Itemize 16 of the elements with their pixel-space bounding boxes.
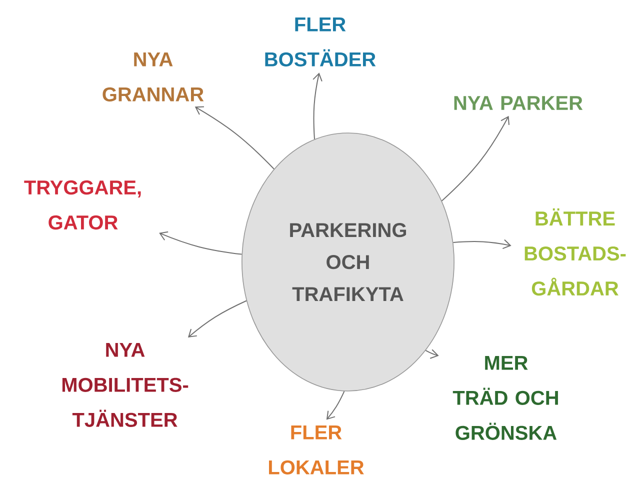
arrow xyxy=(194,106,274,170)
arrow xyxy=(452,239,512,250)
outcome-label: MER TRÄD OCH GRÖNSKA xyxy=(452,356,558,440)
outcome-label: NYA MOBILITETS-TJÄNSTER xyxy=(62,343,188,427)
outcome-label: FLER BOSTÄDER xyxy=(265,18,376,66)
outcome-label: BÄTTRE BOSTADS-GÅRDAR xyxy=(524,208,626,296)
outcome-label: TRYGGARE, GATOR xyxy=(24,180,141,230)
outcome-label: FLER LOKALER xyxy=(269,426,364,474)
outcome-label: NYA PARKER xyxy=(454,96,583,110)
arrow xyxy=(159,231,242,255)
arrow xyxy=(312,72,322,140)
arrow xyxy=(441,116,510,202)
arrow xyxy=(188,300,247,338)
outcome-label: NYA GRANNAR xyxy=(102,52,204,102)
arrow xyxy=(425,349,439,359)
arrow xyxy=(326,390,345,420)
